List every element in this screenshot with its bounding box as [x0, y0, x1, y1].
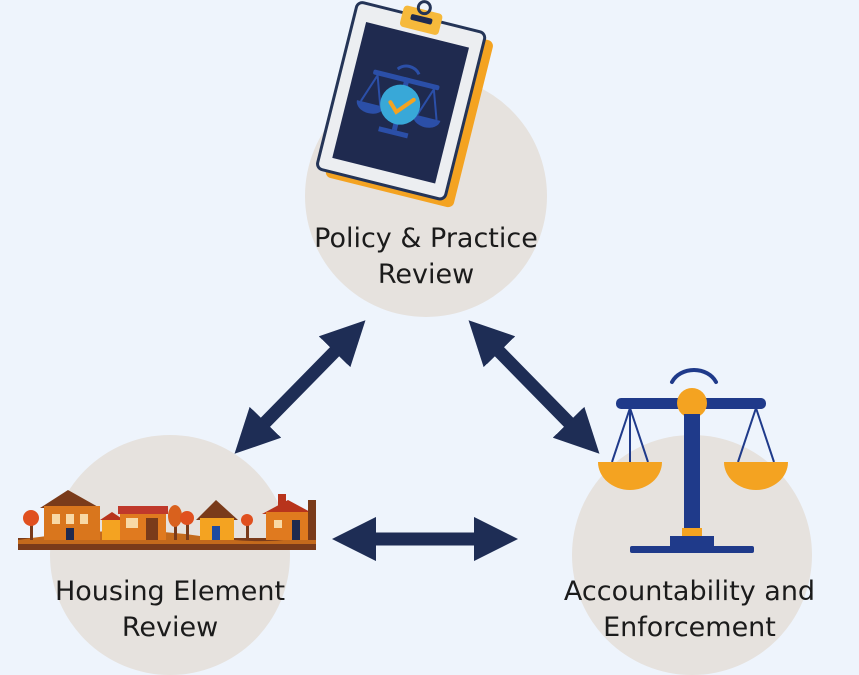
arrow-policy-accountability	[468, 320, 600, 454]
housing-node-label: Housing Element Review	[54, 576, 286, 643]
scales-of-justice-icon	[598, 367, 788, 553]
policy-node-label: Policy & Practice Review	[314, 223, 538, 290]
arrow-policy-housing	[234, 320, 366, 454]
housing-node-circle	[50, 435, 290, 675]
clipboard-scales-icon	[316, 0, 493, 208]
accountability-node-label: Accountability and Enforcement	[563, 576, 816, 643]
houses-neighborhood-icon	[18, 490, 316, 550]
